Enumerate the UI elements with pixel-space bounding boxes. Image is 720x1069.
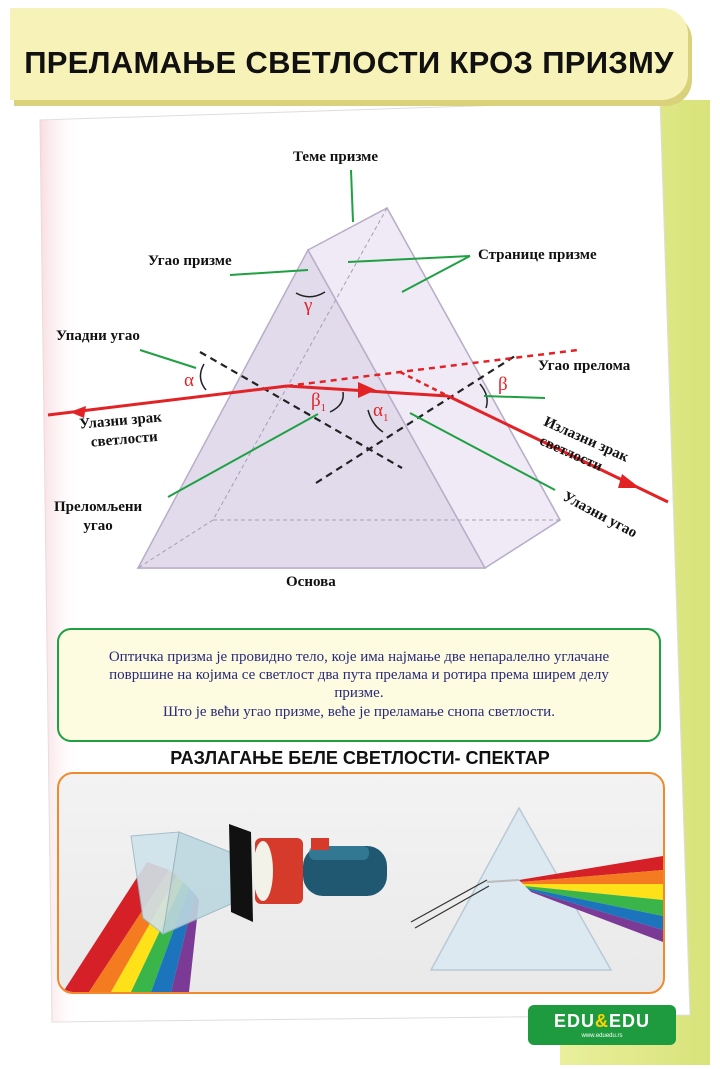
spectrum-illustration-box [57,772,665,994]
incoming-ray [47,384,288,417]
incidence-angle-label: Упадни угао [56,328,140,344]
info-line-1: Оптичка призма је провидно тело, које им… [108,649,610,665]
leader-face-1 [347,255,471,263]
logo-ampersand: & [595,1011,609,1031]
leader-apex [350,169,354,223]
beta1-symbol-subscript: 1 [320,401,327,414]
info-box: Оптичка призма је провидно тело, које им… [57,628,661,742]
refracted-ray-arrow [358,382,376,398]
white-ray-inside [486,879,520,883]
refracted-angle-label-line1: Преломљени [54,499,143,515]
hidden-edge-corner [137,519,214,569]
logo-text-left: EDU [553,1011,595,1031]
eduedu-logo: EDU&EDU www.eduedu.rs [528,1005,676,1045]
info-line-4: Што је већи угао призме, веће је прелама… [163,704,555,720]
logo-url: www.eduedu.rs [581,1033,623,1039]
spectrum-heading: РАЗЛАГАЊЕ БЕЛЕ СВЕТЛОСТИ- СПЕКТАР [170,748,550,768]
flashlight-switch [311,838,329,850]
flashlight-lens [253,841,273,901]
normal-right [315,355,516,484]
beta1-symbol: β1 [311,390,326,414]
white-ray-line-2 [414,885,490,929]
leader-face-2 [401,255,471,293]
alpha-symbol: α [184,370,194,391]
refracted-angle-label-line2: угао [83,518,113,534]
alpha1-arc [367,409,384,433]
beta1-symbol-letter: β [311,390,321,411]
outgoing-ray-arrow [618,474,640,488]
right-rainbow-fan [519,856,663,942]
refracted-angle-label: Преломљени угао [54,498,142,536]
spectrum-illustration [63,806,663,992]
alpha1-symbol-letter: α [373,400,383,421]
page-title: ПРЕЛАМАЊЕ СВЕТЛОСТИ КРОЗ ПРИЗМУ [24,45,674,80]
faces-label: Странице призме [478,247,597,263]
apex-label: Теме призме [293,149,379,165]
prism-diagram [47,169,669,570]
gamma-arc [295,291,326,298]
logo-text-right: EDU [609,1011,651,1031]
leader-incidence-angle [139,349,197,369]
white-ray-line-1 [410,879,488,923]
leader-refraction-angle [483,395,546,399]
base-label: Основа [286,574,336,590]
info-line-2: површине на којима се светлост два пута … [109,667,609,683]
prism-angle-label: Угао призме [148,253,232,269]
logo-text: EDU&EDU [528,1011,676,1032]
hidden-edge-left [212,207,388,521]
beta1-arc [329,391,344,413]
incoming-ray-extension [286,348,579,388]
beta-symbol: β [498,374,508,395]
alpha-arc [199,363,207,391]
refraction-angle-label: Угао прелома [538,358,631,374]
gamma-symbol: γ [304,295,313,316]
leader-exit-angle [409,412,556,491]
title-banner: ПРЕЛАМАЊЕ СВЕТЛОСТИ КРОЗ ПРИЗМУ [10,8,688,100]
leader-prism-angle [229,269,309,276]
alpha1-symbol-subscript: 1 [382,411,389,424]
leader-refracted-angle [167,413,319,498]
incoming-ray-label: Улазни зрак светлости [79,408,165,453]
slit-plate [229,824,253,922]
incoming-ray-arrow [70,406,86,418]
info-line-3: призме. [334,685,384,701]
alpha1-symbol: α1 [373,400,388,424]
